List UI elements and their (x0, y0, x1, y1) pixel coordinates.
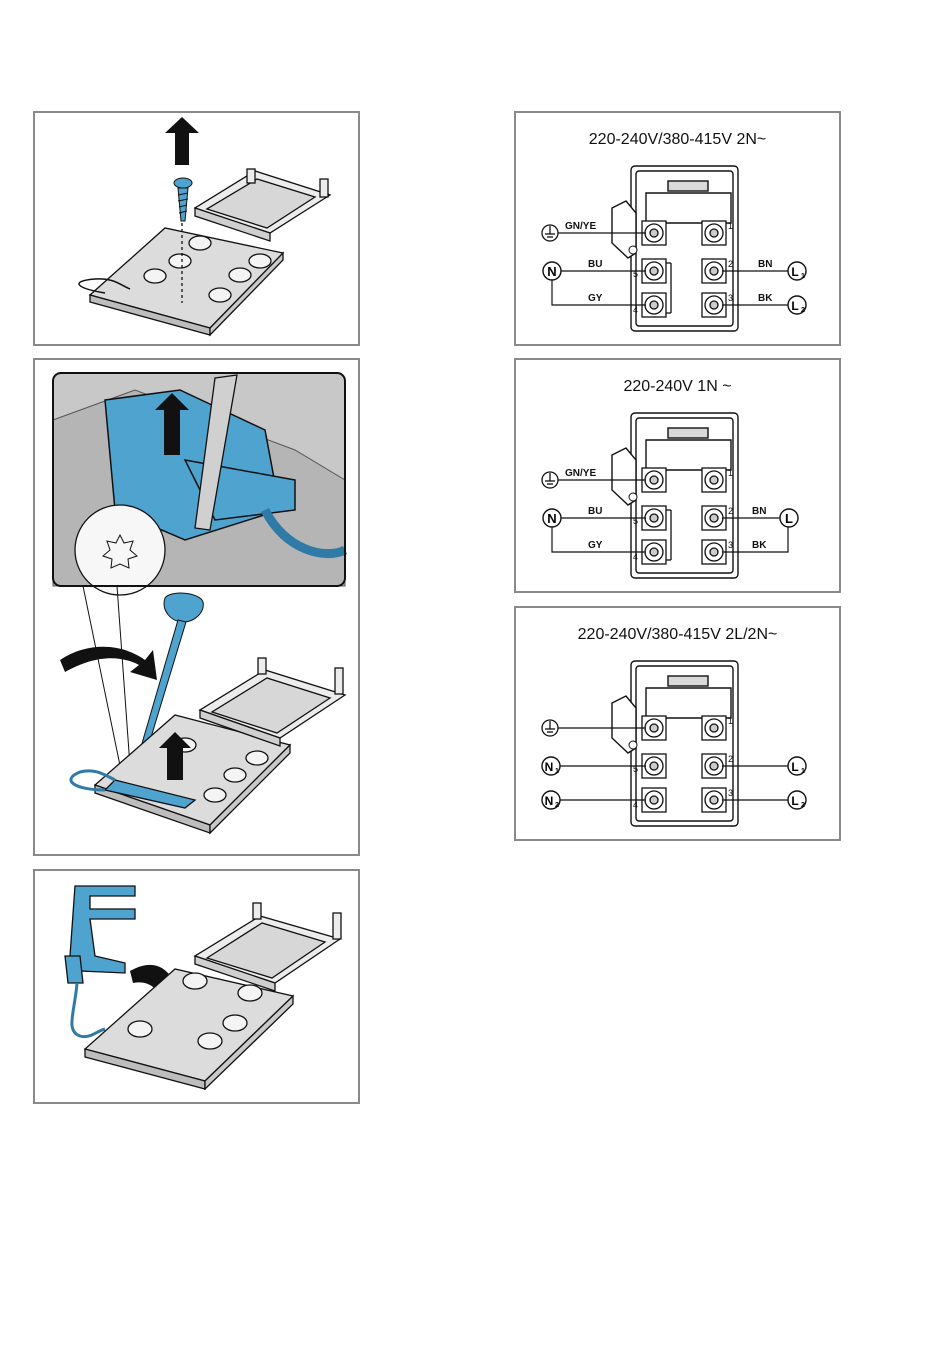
l2-symbol-icon: L 2 (788, 791, 806, 809)
svg-text:L: L (791, 299, 798, 313)
neutral-symbol-icon: N (543, 509, 561, 527)
arrow-up-icon (165, 117, 199, 165)
n1-symbol-icon: N 1 (542, 757, 560, 775)
earth-symbol-icon (542, 472, 558, 488)
svg-text:3: 3 (728, 293, 733, 303)
svg-text:4: 4 (633, 305, 638, 315)
svg-text:3: 3 (728, 788, 733, 798)
terminal-screws (642, 716, 726, 812)
svg-text:GN/YE: GN/YE (565, 468, 596, 479)
wiring-diagram-2n: 220-240V/380-415V 2N~ 1 2 3 4 5 (514, 111, 841, 346)
svg-text:1: 1 (728, 468, 733, 478)
ground-screw-icon (629, 246, 637, 254)
l2-symbol-icon: L 2 (788, 296, 806, 314)
svg-text:4: 4 (633, 800, 638, 810)
svg-text:2: 2 (728, 259, 733, 269)
terminal-screws (642, 468, 726, 564)
svg-text:L: L (791, 760, 798, 774)
svg-text:2: 2 (728, 754, 733, 764)
svg-text:GN/YE: GN/YE (565, 221, 596, 232)
svg-text:N: N (547, 264, 556, 279)
svg-text:L: L (791, 265, 798, 279)
illustration-remove-screw (33, 111, 360, 346)
terminal-block (79, 223, 283, 335)
ground-screw-icon (629, 741, 637, 749)
l-symbol-icon: L (780, 509, 798, 527)
lift-strain-relief-drawing (35, 871, 358, 1102)
l1-symbol-icon: L 1 (788, 262, 806, 280)
svg-text:BK: BK (752, 540, 767, 551)
lever-strain-relief-drawing (35, 360, 358, 854)
remove-screw-drawing (35, 113, 358, 344)
svg-text:1: 1 (801, 273, 805, 280)
svg-text:1: 1 (728, 221, 733, 231)
svg-text:N: N (545, 760, 554, 774)
wiring-drawing: 1 2 3 4 5 N L GN/YE BU GY (516, 360, 839, 591)
svg-text:1: 1 (801, 768, 805, 775)
svg-text:4: 4 (633, 552, 638, 562)
svg-text:2: 2 (555, 802, 559, 809)
svg-text:L: L (785, 511, 793, 526)
svg-text:1: 1 (555, 768, 559, 775)
wires (558, 728, 788, 800)
illustration-lever-strain-relief (33, 358, 360, 856)
svg-text:BN: BN (752, 506, 766, 517)
terminal-block-cover (195, 903, 341, 991)
terminal-block-cover (195, 169, 330, 241)
l1-symbol-icon: L 1 (788, 757, 806, 775)
wiring-diagram-2l2n: 220-240V/380-415V 2L/2N~ 1 2 3 4 5 (514, 606, 841, 841)
svg-text:N: N (547, 511, 556, 526)
wiring-drawing: 1 2 3 4 5 N 1 N 2 L (516, 608, 839, 839)
svg-text:BK: BK (758, 293, 773, 304)
svg-text:2: 2 (728, 506, 733, 516)
wiring-diagram-1n: 220-240V 1N ~ 1 2 3 4 5 (514, 358, 841, 593)
svg-text:2: 2 (801, 802, 805, 809)
svg-text:BU: BU (588, 506, 602, 517)
ground-screw-icon (629, 493, 637, 501)
curved-arrow-icon (60, 647, 157, 680)
n2-symbol-icon: N 2 (542, 791, 560, 809)
torx-screw-icon (75, 505, 165, 595)
svg-text:3: 3 (728, 540, 733, 550)
svg-text:GY: GY (588, 293, 603, 304)
svg-text:2: 2 (801, 307, 805, 314)
svg-text:L: L (791, 794, 798, 808)
wiring-drawing: 1 2 3 4 5 N L 1 L 2 (516, 113, 839, 344)
earth-symbol-icon (542, 720, 558, 736)
detail-inset (53, 373, 345, 595)
screw-icon (174, 178, 192, 221)
illustration-lift-strain-relief (33, 869, 360, 1104)
svg-text:BN: BN (758, 259, 772, 270)
svg-text:GY: GY (588, 540, 603, 551)
earth-symbol-icon (542, 225, 558, 241)
svg-text:BU: BU (588, 259, 602, 270)
svg-text:1: 1 (728, 716, 733, 726)
svg-text:N: N (545, 794, 554, 808)
terminal-screws (642, 221, 726, 317)
neutral-symbol-icon: N (543, 262, 561, 280)
